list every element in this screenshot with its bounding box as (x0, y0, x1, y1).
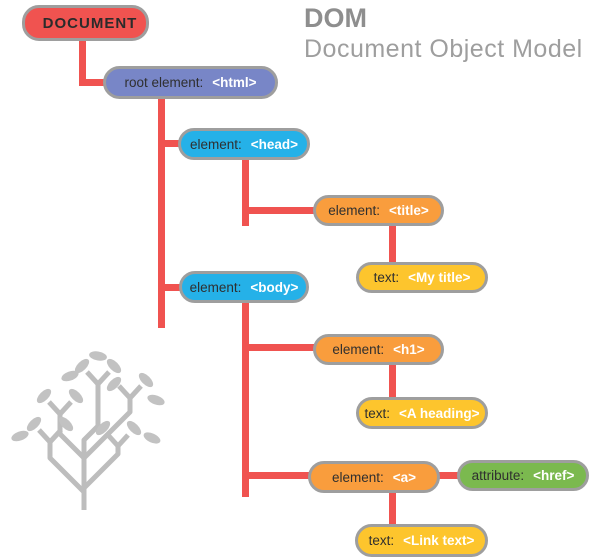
node-label: element: (189, 279, 242, 295)
connector-line (79, 79, 106, 86)
connector-line (158, 284, 182, 291)
connector-line (389, 363, 396, 399)
connector-line (158, 140, 181, 147)
connector-line (242, 301, 249, 497)
node-tag: <head> (250, 136, 299, 152)
node-text-a-heading: text: <A heading> (356, 397, 488, 429)
connector-line (242, 158, 249, 226)
node-element-title: element: <title> (313, 195, 444, 226)
connector-line (389, 225, 396, 264)
node-element-a: element: <a> (308, 461, 440, 493)
node-text-my-title: text: <My title> (356, 262, 488, 293)
node-element-head: element: <head> (178, 128, 310, 160)
connector-line (389, 491, 396, 526)
node-tag: <My title> (408, 270, 471, 285)
node-element-body: element: <body> (179, 271, 309, 303)
diagram-title: DOM (304, 3, 367, 33)
node-tag: DOCUMENT (42, 14, 138, 32)
node-label: element: (332, 342, 385, 357)
connector-line (158, 97, 165, 328)
node-label: text: (373, 270, 400, 285)
connector-line (242, 207, 315, 214)
node-tag: <A heading> (398, 405, 480, 421)
connector-line (438, 472, 459, 479)
diagram-subtitle: Document Object Model (304, 35, 583, 64)
node-tag: <body> (250, 279, 299, 295)
node-attribute-href: attribute: <href> (457, 460, 589, 491)
tree-illustration (11, 351, 165, 510)
diagram-header: DOM Document Object Model (304, 2, 583, 64)
node-label: text: (364, 405, 390, 421)
node-tag: <Link text> (403, 533, 475, 548)
node-document: DOCUMENT (22, 5, 149, 41)
node-element-h1: element: <h1> (313, 334, 444, 365)
node-label: element: (328, 203, 380, 218)
node-tag: <h1> (393, 342, 425, 357)
node-label: attribute: (471, 468, 525, 483)
node-label: root element: (124, 75, 204, 90)
node-root-element-html: root element: <html> (103, 66, 278, 99)
connector-line (242, 472, 310, 479)
node-text-link-text: text: <Link text> (355, 524, 488, 557)
connector-line (79, 38, 86, 86)
node-label: element: (331, 469, 384, 485)
node-label: text: (368, 533, 395, 548)
node-label: element: (189, 136, 242, 152)
node-tag: <a> (392, 469, 417, 485)
node-tag: <title> (389, 203, 429, 218)
connector-line (242, 344, 315, 351)
node-tag: <html> (212, 75, 257, 90)
node-tag: <href> (533, 468, 575, 483)
